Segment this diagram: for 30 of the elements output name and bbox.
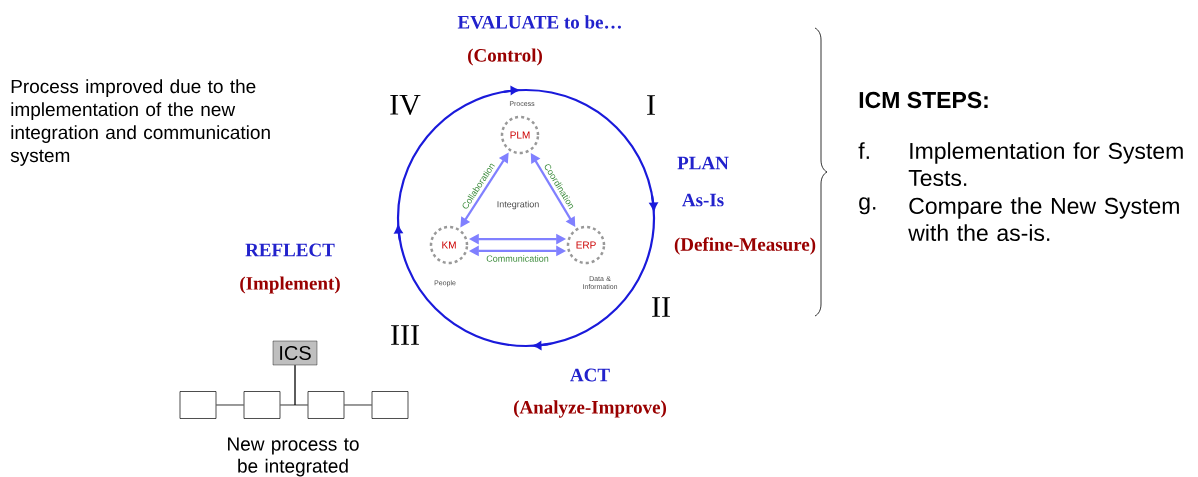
phase-label: (Implement) <box>240 276 340 294</box>
phase-label: REFLECT <box>245 243 335 257</box>
edge-label: Communication <box>486 255 549 262</box>
connector <box>343 404 373 406</box>
note-text: Process improved due to the implementation of the new integration and communication system <box>10 79 270 166</box>
phase-label: PLAN <box>677 156 729 170</box>
phase-label: (Analyze-Improve) <box>514 400 667 418</box>
list-item: Compare the New System with the as-is. <box>908 197 1179 242</box>
phase-label: EVALUATE to be… <box>457 15 621 29</box>
process-box <box>179 391 217 419</box>
quadrant-numeral: II <box>652 297 670 317</box>
phase-label: (Control) <box>468 48 542 66</box>
phase-label: (Define-Measure) <box>674 237 816 255</box>
process-box: ICS <box>272 340 318 366</box>
process-box <box>307 391 345 419</box>
connector <box>294 364 309 406</box>
process-box <box>243 391 281 419</box>
center-label: Integration <box>497 200 539 210</box>
quadrant-numeral: III <box>391 325 419 345</box>
quadrant-numeral: IV <box>390 94 421 116</box>
heading: ICM STEPS: <box>859 91 988 109</box>
connector <box>215 404 245 406</box>
phase-label: ACT <box>570 368 610 382</box>
list-item: Implementation for System Tests. <box>908 142 1183 187</box>
list-marker: f. <box>858 142 869 159</box>
process-box <box>371 391 409 419</box>
caption-text: New process to be integrated <box>228 437 359 477</box>
quadrant-numeral: I <box>647 95 655 115</box>
phase-label: As-Is <box>682 193 724 207</box>
list-marker: g. <box>859 197 876 215</box>
